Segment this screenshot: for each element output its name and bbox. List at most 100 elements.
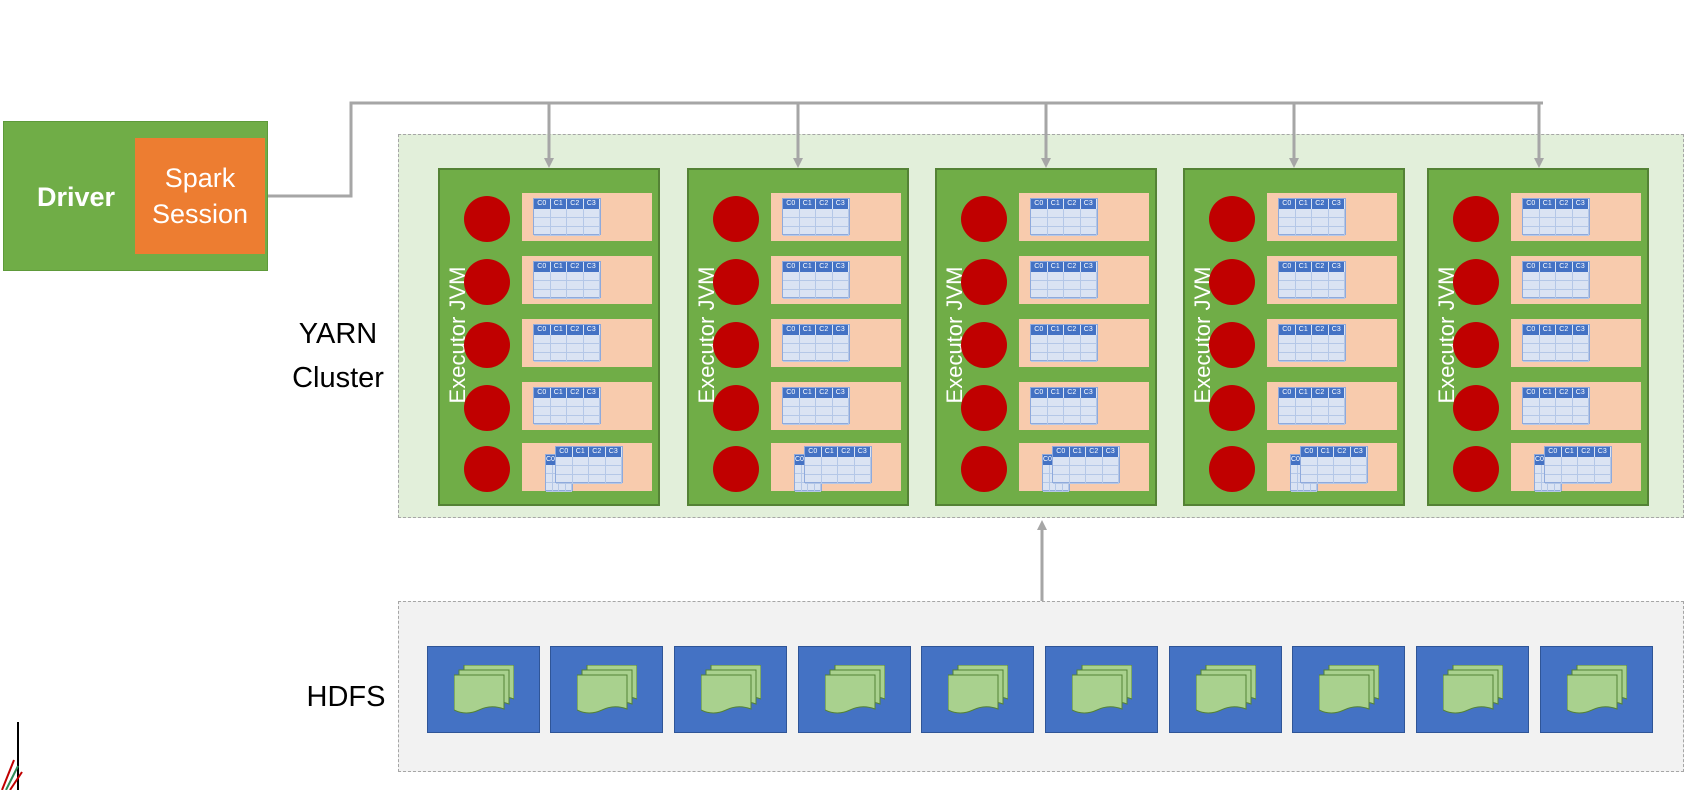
table-row xyxy=(1545,457,1611,466)
executor-core-icon xyxy=(1453,385,1499,431)
table-row xyxy=(1279,416,1345,425)
executor-core-icon xyxy=(1209,259,1255,305)
executor-core-icon xyxy=(1453,196,1499,242)
table-column-header: C2 xyxy=(567,325,584,335)
table-row xyxy=(783,416,849,425)
table-row xyxy=(534,272,600,281)
executor-core-icon xyxy=(713,259,759,305)
table-row xyxy=(1279,344,1345,353)
executor-core-icon xyxy=(464,196,510,242)
table-column-header: C0 xyxy=(1301,447,1318,457)
table-column-header: C3 xyxy=(1329,325,1345,335)
table-column-header: C1 xyxy=(1048,199,1064,209)
executor-core-icon xyxy=(713,196,759,242)
table-column-header: C0 xyxy=(1053,447,1070,457)
table-row xyxy=(783,407,849,416)
table-column-header: C1 xyxy=(551,262,567,272)
table-row xyxy=(1523,416,1589,425)
table-row xyxy=(1031,398,1097,407)
executor-core-icon xyxy=(713,385,759,431)
table-column-header: C2 xyxy=(1086,447,1103,457)
executor-core-icon xyxy=(961,259,1007,305)
table-column-header: C3 xyxy=(584,199,600,209)
executor-core-icon xyxy=(961,385,1007,431)
table-column-header: C1 xyxy=(800,199,816,209)
table-row xyxy=(1053,457,1119,466)
table-row xyxy=(783,398,849,407)
executor-core-icon xyxy=(713,446,759,492)
table-column-header: C1 xyxy=(1048,325,1064,335)
table-row xyxy=(534,398,600,407)
table-column-header: C0 xyxy=(783,325,800,335)
table-column-header: C0 xyxy=(1031,388,1048,398)
table-column-header: C0 xyxy=(1031,262,1048,272)
table-column-header: C0 xyxy=(1523,388,1540,398)
table-row xyxy=(534,209,600,218)
table-column-header: C0 xyxy=(1279,262,1296,272)
table-column-header: C3 xyxy=(1081,199,1097,209)
table-row xyxy=(1053,466,1119,475)
table-column-header: C1 xyxy=(551,199,567,209)
table-column-header: C3 xyxy=(833,199,849,209)
table-column-header: C1 xyxy=(551,325,567,335)
table-column-header: C3 xyxy=(1329,262,1345,272)
table-row xyxy=(1279,209,1345,218)
table-column-header: C3 xyxy=(606,447,622,457)
hdfs-block xyxy=(427,646,540,733)
table-column-header: C2 xyxy=(1312,262,1329,272)
table-row xyxy=(534,290,600,299)
table-column-header: C0 xyxy=(1031,325,1048,335)
table-column-header: C1 xyxy=(800,262,816,272)
spark-session-label: Spark Session xyxy=(151,163,249,229)
hdfs-block xyxy=(674,646,787,733)
table-row xyxy=(1279,272,1345,281)
table-row xyxy=(534,344,600,353)
table-row xyxy=(783,353,849,362)
table-column-header: C2 xyxy=(816,262,833,272)
table-row xyxy=(1043,483,1069,492)
table-row xyxy=(1279,407,1345,416)
table-column-header: C1 xyxy=(1540,325,1556,335)
hdfs-block xyxy=(1540,646,1653,733)
hdfs-block xyxy=(1416,646,1529,733)
table-column-header: C3 xyxy=(1351,447,1367,457)
table-row xyxy=(783,227,849,236)
table-row xyxy=(534,281,600,290)
table-row xyxy=(1291,483,1317,492)
table-row xyxy=(1523,344,1589,353)
table-row xyxy=(534,353,600,362)
executor-core-icon xyxy=(1209,322,1255,368)
executor-core-icon xyxy=(1453,446,1499,492)
table-column-header: C1 xyxy=(800,325,816,335)
table-column-header: C2 xyxy=(816,199,833,209)
table-row xyxy=(1523,353,1589,362)
table-column-header: C2 xyxy=(1556,325,1573,335)
table-column-header: C1 xyxy=(551,388,567,398)
table-row xyxy=(1031,344,1097,353)
executor-core-icon xyxy=(1453,259,1499,305)
table-column-header: C1 xyxy=(1296,325,1312,335)
